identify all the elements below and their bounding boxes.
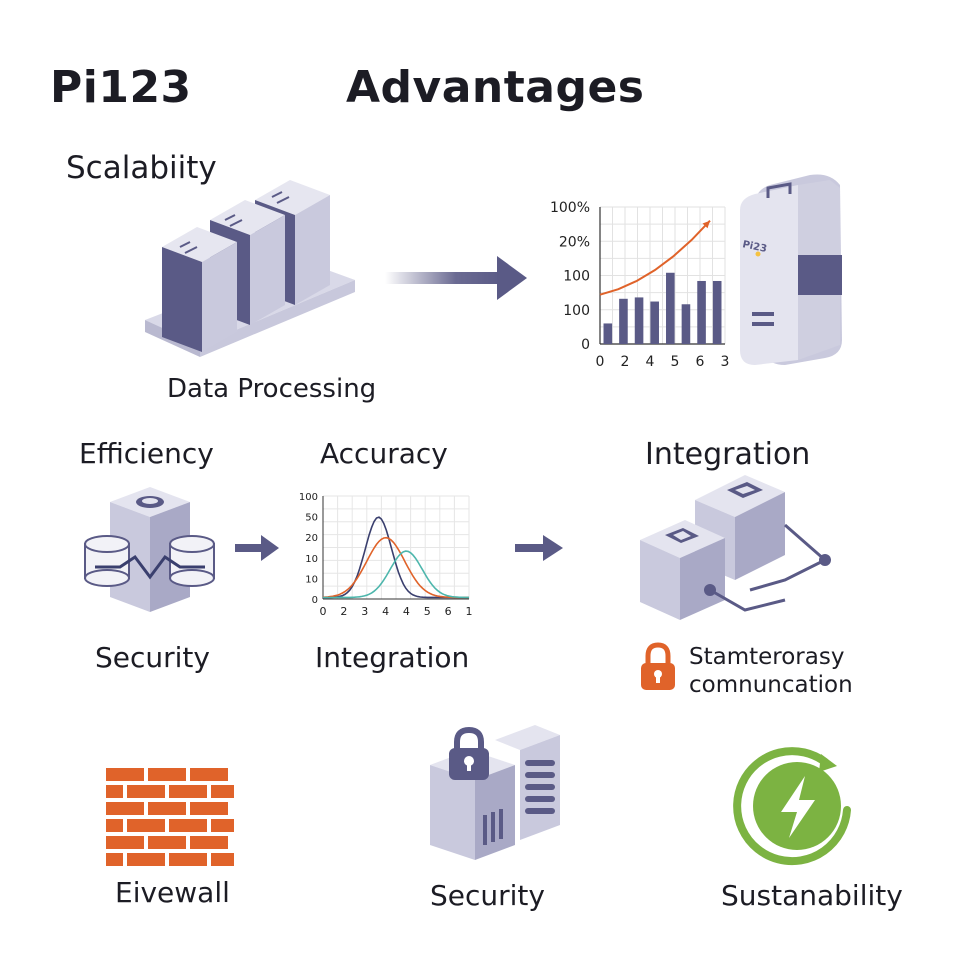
data-processing-label: Data Processing — [167, 374, 377, 404]
brick — [190, 768, 228, 781]
brand-title: Pi123 — [50, 62, 192, 113]
y-tick-label: 100% — [550, 200, 590, 216]
brick — [127, 853, 165, 866]
y-tick-label: 10 — [305, 554, 318, 565]
x-tick-label: 0 — [320, 605, 327, 618]
pi-device-icon: Pi23 — [740, 174, 842, 365]
x-tick-label: 2 — [340, 605, 347, 618]
y-tick-label: 100 — [563, 269, 590, 285]
brick — [127, 819, 165, 832]
bar — [619, 298, 628, 344]
brick — [211, 785, 234, 798]
sustainability-bolt-icon — [733, 747, 851, 866]
brick — [190, 836, 228, 849]
brick — [211, 853, 234, 866]
brick — [148, 768, 186, 781]
device-label: Pi23 — [741, 239, 767, 255]
x-tick-label: 3 — [361, 605, 368, 618]
brick — [169, 819, 207, 832]
brick — [211, 819, 234, 832]
comm-line1-label: Stamterorasy — [689, 644, 845, 670]
y-tick-label: 0 — [312, 595, 318, 606]
bar — [603, 323, 613, 344]
brick — [148, 802, 186, 815]
database-server-icon — [84, 487, 215, 612]
bar — [634, 297, 644, 344]
x-tick-label: 4 — [646, 354, 655, 370]
x-tick-label: 1 — [466, 605, 473, 618]
trend-line — [599, 220, 711, 296]
lock-icon — [641, 642, 675, 690]
x-tick-label: 3 — [721, 354, 730, 370]
brick — [190, 802, 228, 815]
y-tick-label: 100 — [563, 303, 590, 319]
server-rack-icon — [145, 180, 355, 357]
brick — [106, 836, 144, 849]
y-tick-label: 20 — [305, 533, 318, 544]
arrow-right-icon — [385, 256, 527, 300]
series-curve — [322, 536, 470, 599]
series-curve — [323, 550, 469, 599]
brick — [169, 785, 207, 798]
x-tick-label: 6 — [696, 354, 705, 370]
bar — [666, 272, 675, 344]
comm-line2-label: comnuncation — [689, 672, 853, 698]
firewall-brick-icon — [106, 768, 234, 866]
brick — [106, 802, 144, 815]
x-tick-label: 5 — [424, 605, 431, 618]
y-tick-label: 100 — [299, 492, 318, 503]
page-title: Advantages — [346, 62, 645, 113]
y-tick-label: 20% — [559, 234, 590, 250]
sustainability-label: Sustanability — [721, 879, 903, 912]
brick — [106, 853, 123, 866]
bar — [681, 304, 691, 344]
brick — [148, 836, 186, 849]
trend-arrowhead — [702, 220, 710, 229]
x-tick-label: 5 — [671, 354, 680, 370]
brick — [127, 785, 165, 798]
bar — [650, 301, 659, 344]
integration-mid-label: Integration — [315, 641, 470, 674]
arrow-right-icon-3 — [515, 535, 563, 561]
scalability-label: Scalabiity — [66, 150, 217, 186]
x-tick-label: 2 — [621, 354, 630, 370]
brick — [106, 785, 123, 798]
integration-cubes-icon — [640, 475, 831, 620]
y-tick-label: 10 — [305, 574, 318, 585]
x-tick-label: 0 — [596, 354, 605, 370]
bar — [697, 280, 706, 344]
bar — [712, 280, 722, 344]
secure-storage-icon — [430, 725, 560, 860]
y-tick-label: 0 — [581, 337, 590, 353]
brick — [106, 768, 144, 781]
brick — [169, 853, 207, 866]
x-tick-label: 6 — [445, 605, 452, 618]
accuracy-label: Accuracy — [320, 437, 448, 470]
integration-top-label: Integration — [645, 437, 811, 472]
firewall-label: Eivewall — [115, 876, 230, 909]
x-tick-label: 4 — [403, 605, 410, 618]
y-tick-label: 50 — [305, 513, 318, 524]
brick — [106, 819, 123, 832]
arrow-right-icon-2 — [235, 535, 279, 561]
security-bottom-label: Security — [430, 879, 545, 912]
x-tick-label: 4 — [382, 605, 389, 618]
efficiency-label: Efficiency — [79, 437, 214, 470]
security-left-label: Security — [95, 641, 210, 674]
